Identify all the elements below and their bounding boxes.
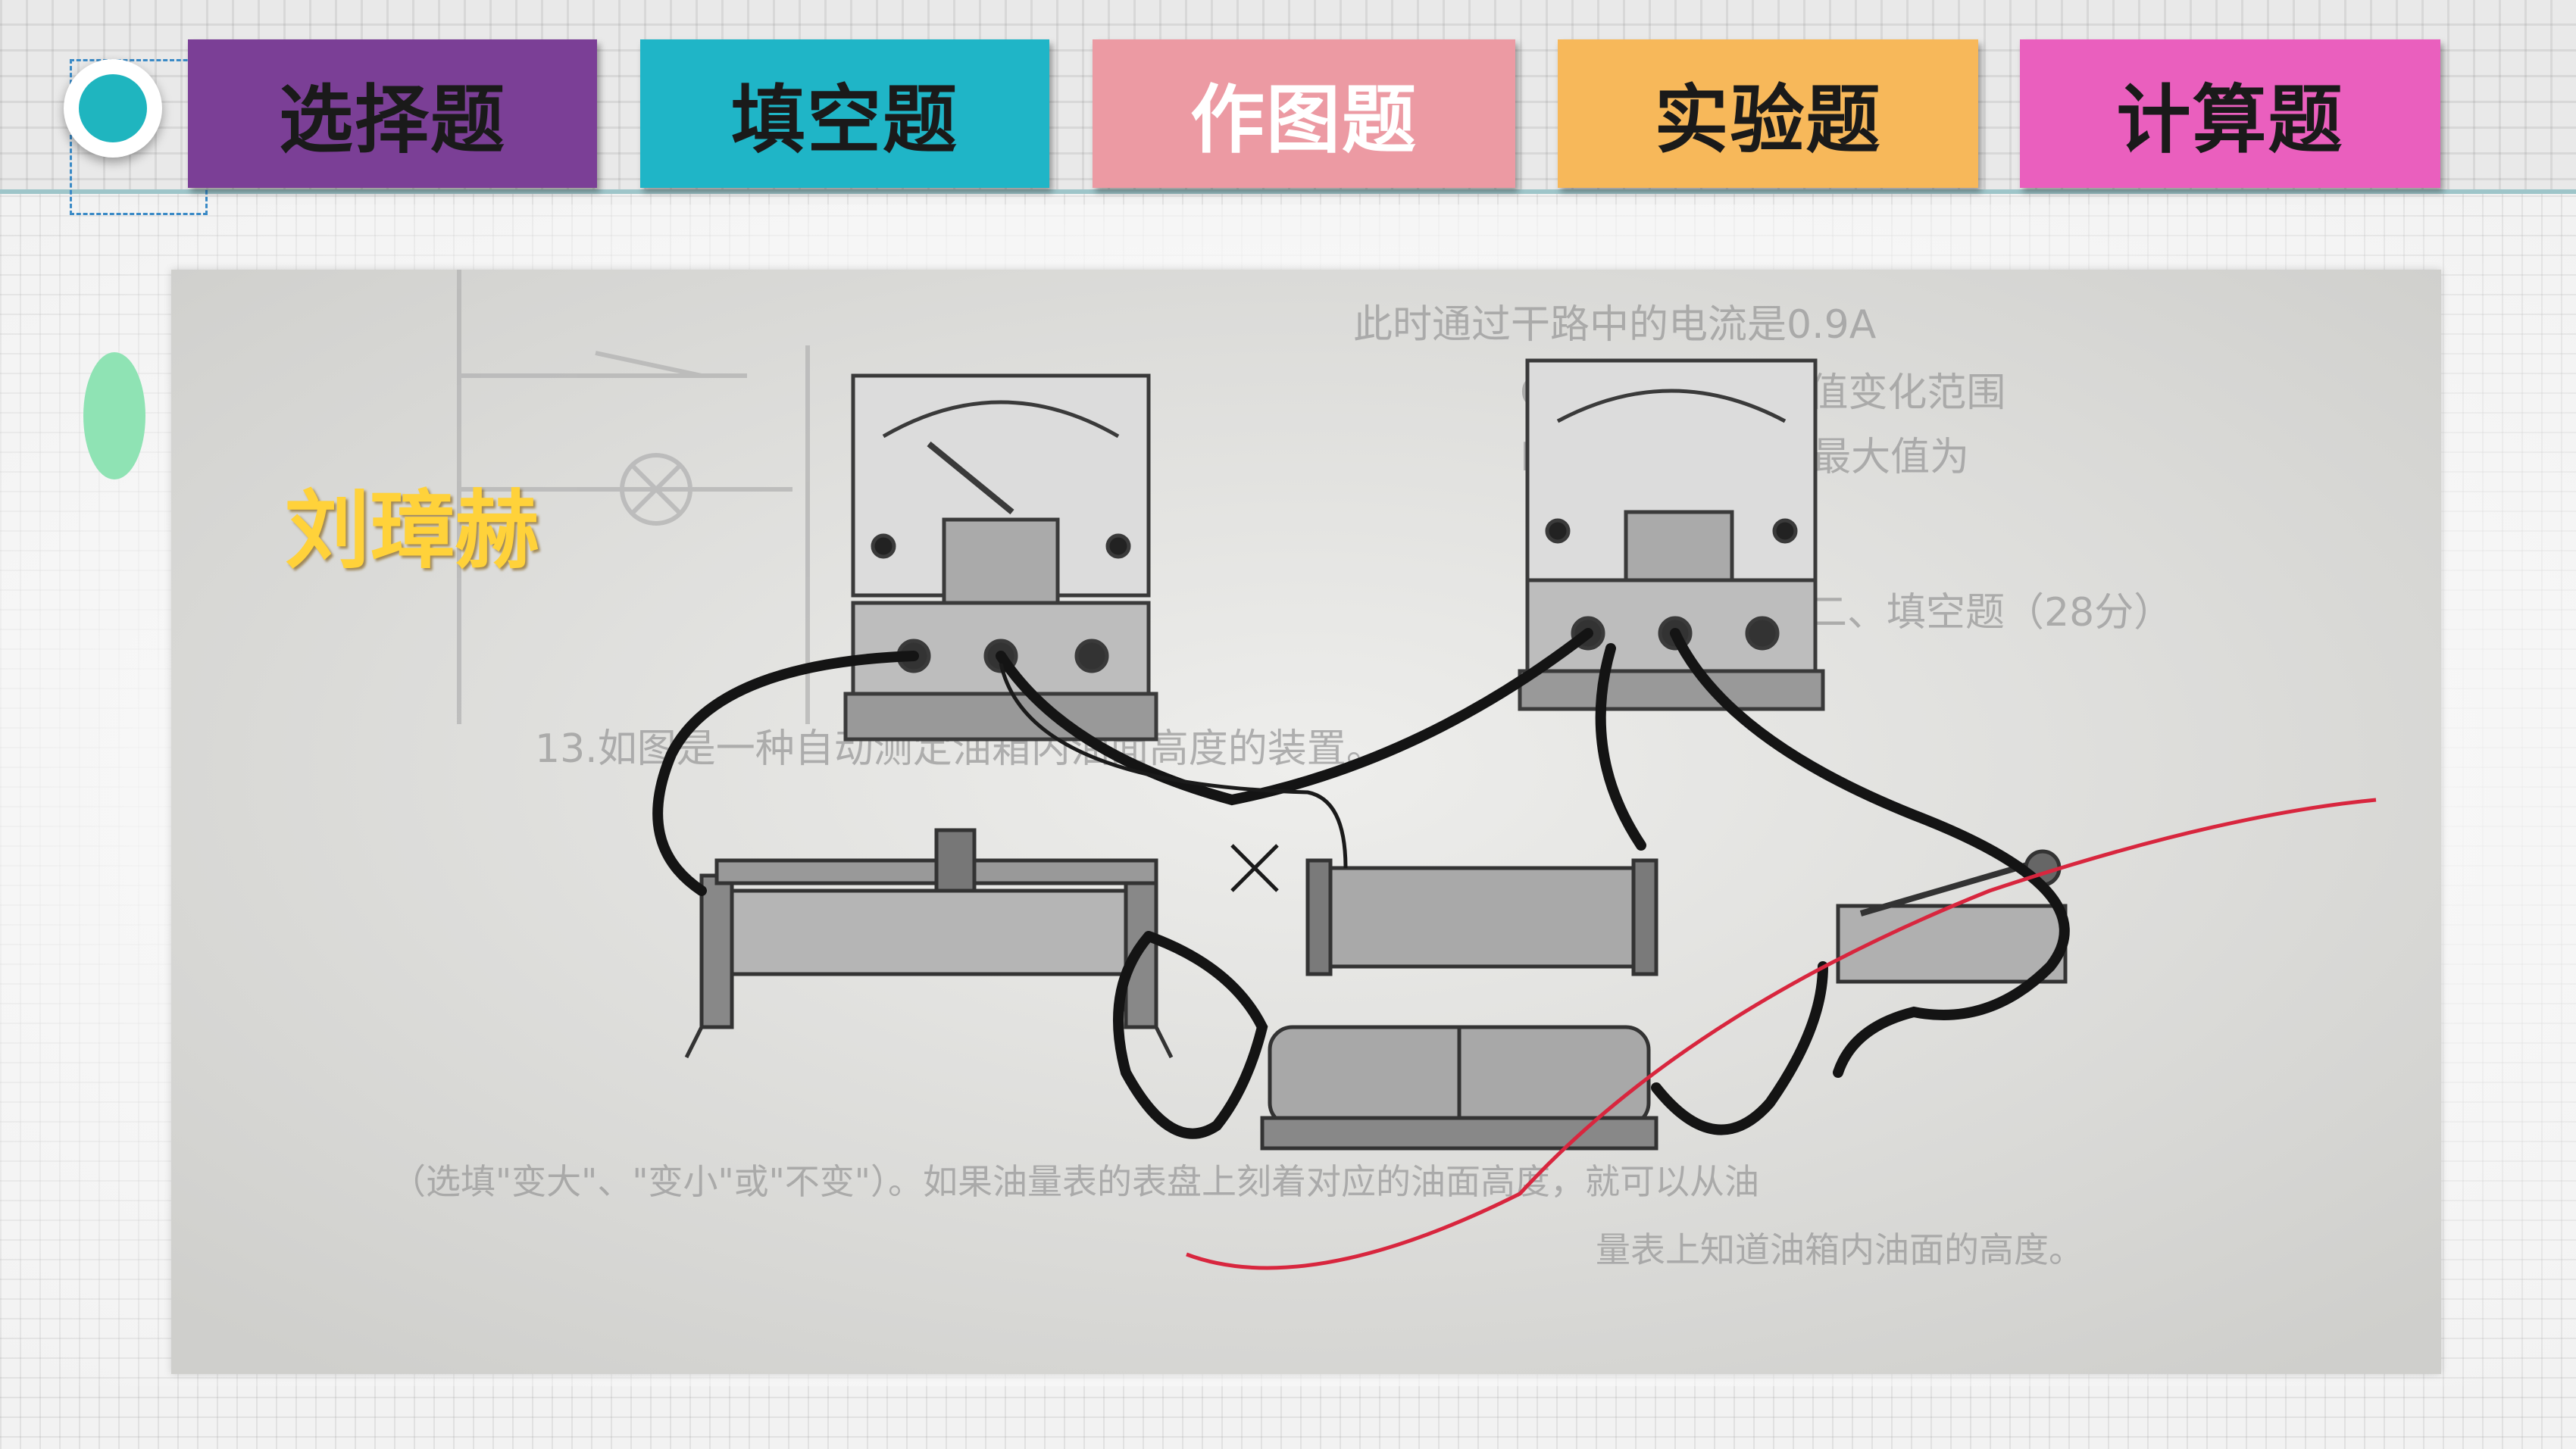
tab-fill-in-blank[interactable]: 填空题	[640, 39, 1049, 188]
bg-text-line-4: 二、填空题（28分）	[1808, 590, 2173, 635]
wires	[652, 628, 2070, 1139]
right-meter	[1518, 358, 1825, 711]
bg-text-line-6: （选填"变大"、"变小"或"不变"）。如果油量表的表盘上刻着对应的油面高度，就可…	[391, 1161, 1759, 1202]
tab-calculation[interactable]: 计算题	[2020, 39, 2440, 188]
tab-multiple-choice[interactable]: 选择题	[188, 39, 597, 188]
side-decoration-oval	[83, 352, 145, 479]
bg-text-line-1: 此时通过干路中的电流是0.9A	[1353, 302, 1877, 348]
tab-experiment[interactable]: 实验题	[1558, 39, 1978, 188]
logo-inner-dot	[79, 74, 147, 142]
rheostat	[684, 828, 1174, 1059]
left-meter	[843, 373, 1158, 742]
student-name-caption: 刘璋赫	[285, 482, 539, 580]
bg-text-line-7: 量表上知道油箱内油面的高度。	[1596, 1229, 2084, 1270]
circuit-photo-drawing: 此时通过干路中的电流是0.9A C. 接入电路的阻值变化范围 D. 电路总电阻的…	[171, 270, 2441, 1374]
switch	[1836, 849, 2068, 984]
tab-drawing[interactable]: 作图题	[1093, 39, 1515, 188]
header-divider	[0, 189, 2576, 194]
circuit-photo: 此时通过干路中的电流是0.9A C. 接入电路的阻值变化范围 D. 电路总电阻的…	[171, 270, 2441, 1374]
logo-circle-icon	[64, 59, 162, 158]
battery	[1260, 1025, 1658, 1151]
resistor	[1305, 858, 1658, 976]
red-annotation-line	[1186, 798, 2377, 1270]
